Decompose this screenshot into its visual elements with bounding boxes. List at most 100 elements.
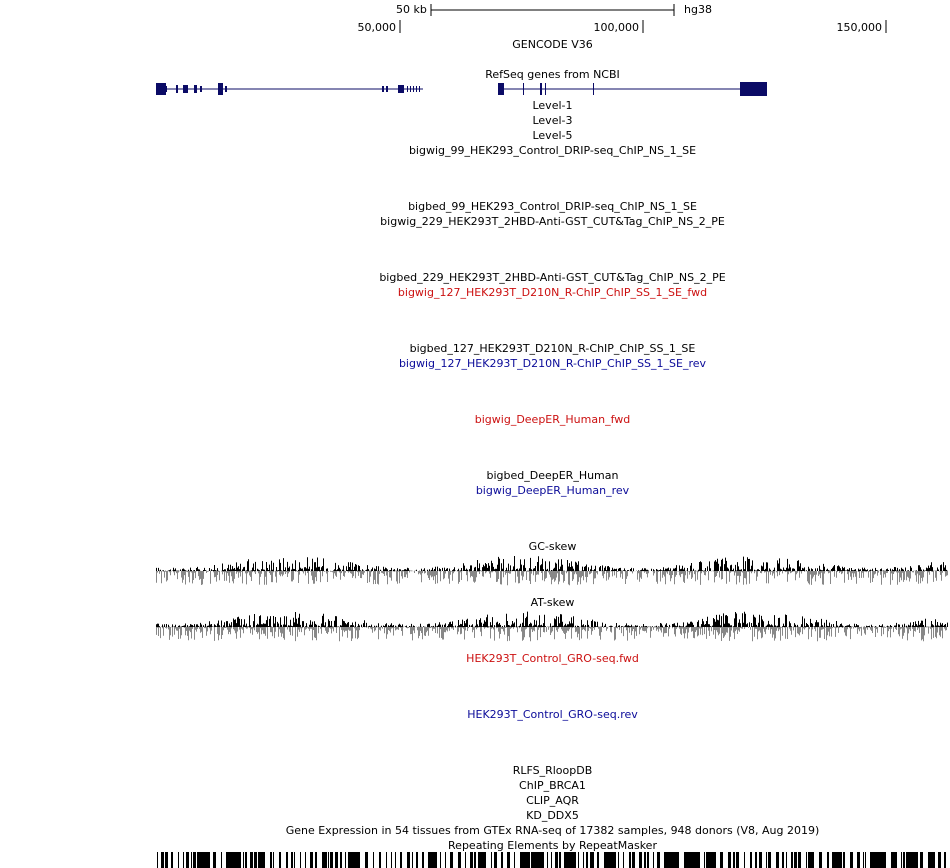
gene-exon [523,83,524,95]
track-label-rlfs[interactable]: RLFS_RloopDB [512,764,593,777]
repeat-element [250,852,253,868]
repeat-element [759,852,762,868]
repeat-element [245,852,247,868]
repeat-element [422,852,424,868]
track-label-chip-brca1[interactable]: ChIP_BRCA1 [519,779,586,792]
repeat-element [305,852,306,868]
repeat-element [171,852,173,868]
gene-exon [498,83,504,95]
repeat-element [843,852,845,868]
repeat-element [551,852,552,868]
gene-exon [593,83,594,95]
repeat-element [300,852,301,868]
at-skew-signal[interactable] [156,611,948,642]
track-label-bigbed-229[interactable]: bigbed_229_HEK293T_2HBD-Anti-GST_CUT&Tag… [379,271,726,284]
repeat-element [507,852,510,868]
repeat-element [458,852,461,868]
track-label-deeper-bed[interactable]: bigbed_DeepER_Human [486,469,619,482]
repeat-element [531,852,544,868]
track-label-level1[interactable]: Level-1 [532,99,573,112]
repeat-element [776,852,779,868]
track-label-clip-aqr[interactable]: CLIP_AQR [526,794,579,807]
repeat-element [197,852,210,868]
repeat-element [794,852,797,868]
repeat-element [373,852,374,868]
scale-label: 50 kb [396,3,427,16]
track-label-deeper-rev[interactable]: bigwig_DeepER_Human_rev [475,484,630,497]
gene-exon [176,85,178,93]
gene-exon [407,86,408,92]
gene-exon [218,83,223,95]
track-label-at-skew[interactable]: AT-skew [530,596,575,609]
repeat-element [865,852,866,868]
repeat-element [564,852,576,868]
repeat-element [657,852,660,868]
track-label-repeatmasker[interactable]: Repeating Elements by RepeatMasker [448,839,657,852]
gene-exon [740,82,767,96]
repeat-element [850,852,853,868]
repeat-element [547,852,548,868]
track-label-gro-rev[interactable]: HEK293T_Control_GRO-seq.rev [467,708,638,721]
track-label-bigwig-127-rev[interactable]: bigwig_127_HEK293T_D210N_R-ChIP_ChIP_SS_… [398,357,707,370]
repeat-element [470,852,473,868]
gene-exon [416,86,417,92]
repeat-element [632,852,635,868]
repeat-element [586,852,588,868]
gene-exon [413,86,414,92]
repeat-element [819,852,822,868]
track-label-level5[interactable]: Level-5 [532,129,573,142]
repeat-element [791,852,793,868]
repeat-element [766,852,767,868]
repeat-element [395,852,396,868]
repeatmasker-elements[interactable] [157,852,946,868]
gene-exon [540,83,542,95]
track-label-bigbed-99[interactable]: bigbed_99_HEK293_Control_DRIP-seq_ChIP_N… [408,200,697,213]
track-label-bigwig-99[interactable]: bigwig_99_HEK293_Control_DRIP-seq_ChIP_N… [408,144,697,157]
track-label-gro-fwd[interactable]: HEK293T_Control_GRO-seq.fwd [466,652,639,665]
repeat-element [938,852,941,868]
repeat-element [857,852,860,868]
skew-negative [156,571,948,586]
repeat-element [400,852,402,868]
repeat-element [478,852,486,868]
track-label-refseq[interactable]: RefSeq genes from NCBI [485,68,620,81]
repeat-element [901,852,902,868]
repeat-element [903,852,905,868]
ruler-tick-label-50000: 50,000 [357,21,397,34]
repeat-element [183,852,184,868]
repeat-element [798,852,801,868]
repeat-element [906,852,918,868]
track-label-deeper-fwd[interactable]: bigwig_DeepER_Human_fwd [474,413,631,426]
track-label-bigbed-127[interactable]: bigbed_127_HEK293T_D210N_R-ChIP_ChIP_SS_… [409,342,696,355]
ruler-tick-label-150000: 150,000 [836,21,883,34]
repeat-element [310,852,313,868]
repeat-element [165,852,168,868]
repeat-element [786,852,787,868]
track-label-gtex[interactable]: Gene Expression in 54 tissues from GTEx … [285,824,820,837]
repeat-element [597,852,599,868]
track-label-kd-ddx5[interactable]: KD_DDX5 [526,809,579,822]
track-label-gencode[interactable]: GENCODE V36 [512,38,593,51]
repeat-element [407,852,410,868]
track-label-level3[interactable]: Level-3 [532,114,573,127]
track-label-bigwig-127-fwd[interactable]: bigwig_127_HEK293T_D210N_R-ChIP_ChIP_SS_… [397,286,708,299]
track-label-bigwig-229[interactable]: bigwig_229_HEK293T_2HBD-Anti-GST_CUT&Tag… [380,215,725,228]
repeat-element [555,852,558,868]
repeat-element [330,852,333,868]
gc-skew-signal[interactable] [156,556,948,586]
track-label-gc-skew[interactable]: GC-skew [528,540,577,553]
gene-exon [386,86,388,92]
repeat-element [806,852,807,868]
repeat-element [465,852,466,868]
repeat-element [750,852,752,868]
repeat-element [193,852,196,868]
skew-positive [156,611,948,627]
skew-positive [156,556,948,571]
repeat-element [178,852,179,868]
repeat-element [653,852,654,868]
repeat-element [684,852,700,868]
repeat-element [340,852,342,868]
repeat-element [279,852,281,868]
repeat-element [243,852,244,868]
refseq-gene-models[interactable] [156,82,767,96]
